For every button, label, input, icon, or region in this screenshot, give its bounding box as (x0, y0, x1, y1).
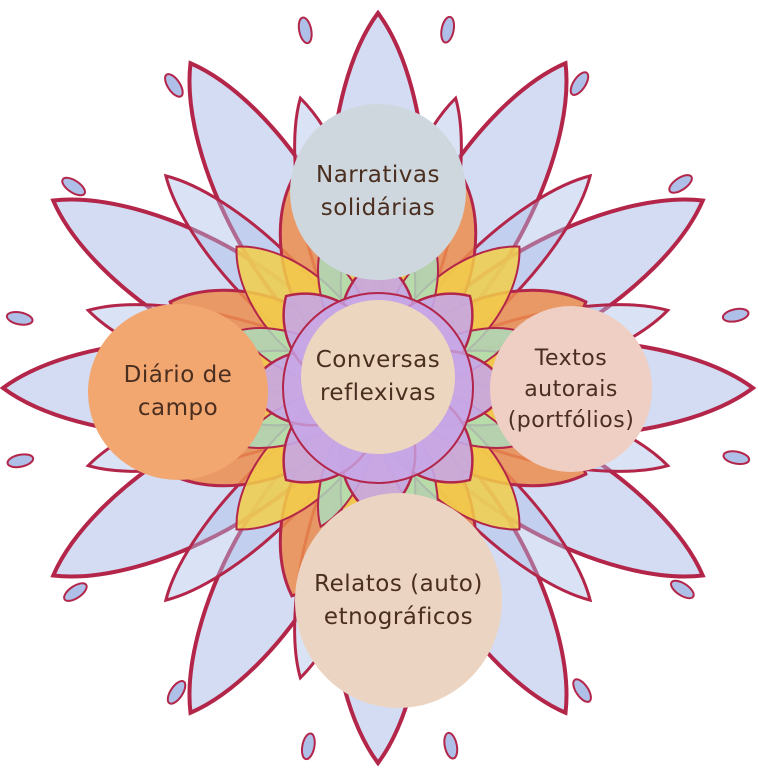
blue-drop (442, 732, 459, 760)
node-diario-de-campo: Diário de campo (88, 304, 268, 480)
blue-drop (162, 71, 186, 99)
blue-drop (722, 449, 750, 466)
blue-drop (722, 307, 750, 324)
blue-drop (59, 174, 87, 198)
node-relatos-etnograficos: Relatos (auto) etnográficos (295, 493, 502, 708)
blue-drop (297, 16, 314, 44)
blue-drop (300, 732, 317, 760)
node-conversas-reflexivas: Conversas reflexivas (301, 300, 455, 454)
node-textos-autorais: Textos autorais (portfólios) (490, 306, 652, 472)
blue-drop (6, 452, 34, 469)
blue-drop (666, 172, 694, 196)
blue-drop (164, 678, 188, 706)
blue-drop (567, 69, 591, 97)
node-narrativas-solidarias: Narrativas solidárias (290, 104, 466, 280)
blue-drop (61, 580, 89, 604)
blue-drop (6, 310, 34, 327)
blue-drop (668, 577, 696, 601)
blue-drop (439, 16, 456, 44)
blue-drop (570, 676, 594, 704)
